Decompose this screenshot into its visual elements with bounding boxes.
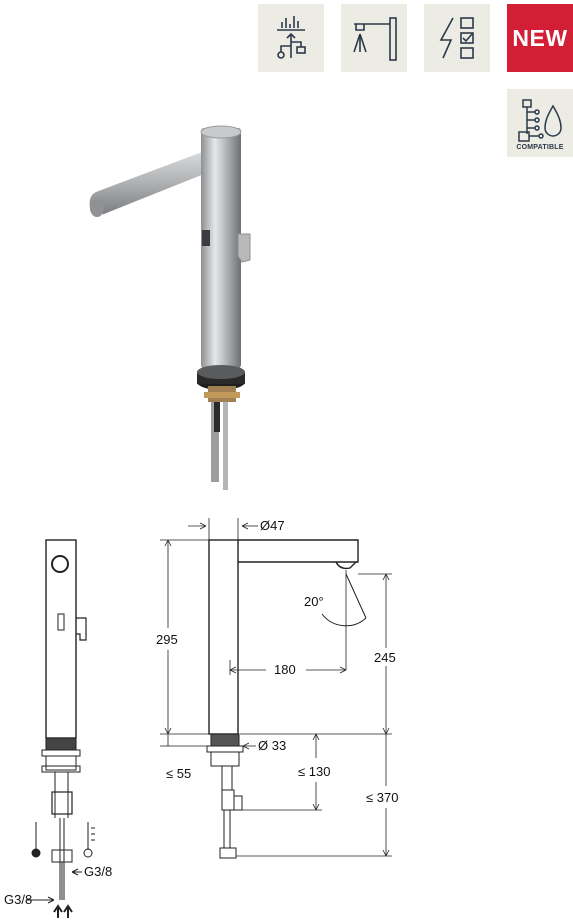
badge-tap xyxy=(341,4,407,72)
badge-power xyxy=(424,4,490,72)
side-view xyxy=(26,539,95,918)
dim-diameter-base: Ø 33 xyxy=(258,738,286,753)
new-badge: NEW xyxy=(507,4,573,72)
dim-spout-reach: 180 xyxy=(274,662,296,677)
compatible-label: COMPATIBLE xyxy=(516,143,564,151)
tap-shower-icon xyxy=(353,17,397,61)
dim-max-deck: ≤ 55 xyxy=(166,766,191,781)
badge-flow xyxy=(258,4,324,72)
power-checklist-icon xyxy=(439,17,474,59)
front-view xyxy=(206,539,367,859)
dim-thread-left: G3/8 xyxy=(4,892,32,907)
dimension-lines xyxy=(160,518,392,857)
dim-spout-angle: 20° xyxy=(304,594,324,609)
dim-spout-height: 245 xyxy=(374,650,396,665)
product-photo xyxy=(89,125,251,490)
compatible-badge: COMPATIBLE xyxy=(507,89,573,157)
flow-chart-icon xyxy=(277,16,306,59)
water-network-icon xyxy=(518,98,562,142)
dim-max-130: ≤ 130 xyxy=(298,764,330,779)
technical-drawing: Ø47 295 20° 180 245 Ø 33 ≤ 55 ≤ 130 ≤ 37… xyxy=(4,518,398,918)
dim-diameter-top: Ø47 xyxy=(260,518,285,533)
dim-height-body: 295 xyxy=(156,632,178,647)
dim-max-total: ≤ 370 xyxy=(366,790,398,805)
dim-thread-right: G3/8 xyxy=(84,864,112,879)
